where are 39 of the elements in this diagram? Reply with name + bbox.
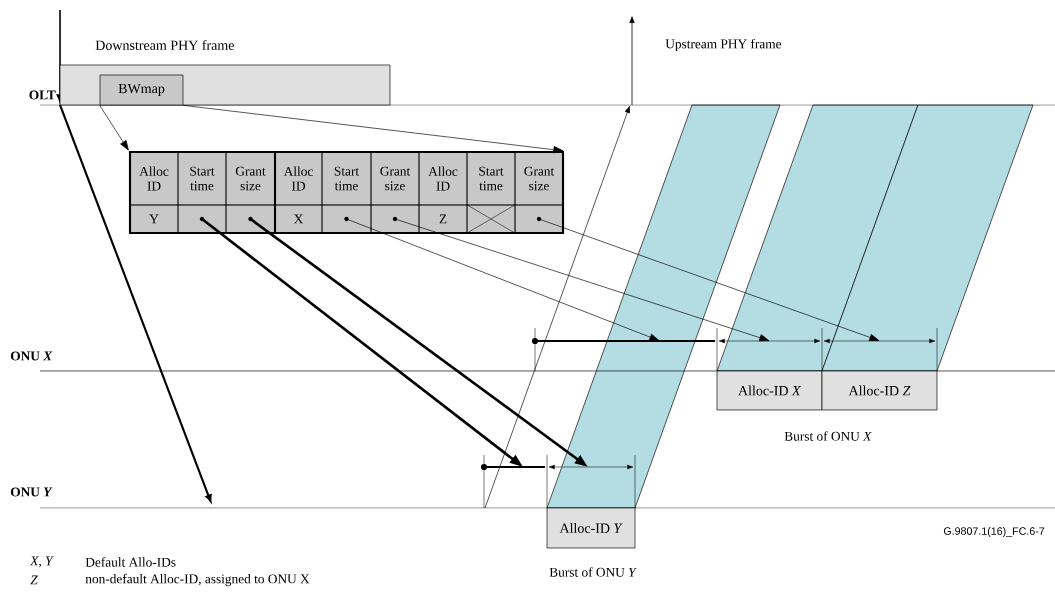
table-cell xyxy=(225,204,276,234)
table-cell: Z xyxy=(418,204,468,234)
arrow xyxy=(183,105,564,154)
table-cell: Alloc ID xyxy=(274,151,323,206)
table-cell: Start time xyxy=(177,151,227,206)
table-cell: Alloc ID xyxy=(129,151,179,206)
frame-label: Upstream PHY frame xyxy=(665,38,782,52)
table-cell: Grant size xyxy=(370,151,420,206)
legend-text: Default Allo-IDs xyxy=(85,557,176,567)
table-cell xyxy=(370,204,420,234)
burst-box: Alloc-ID Z xyxy=(821,370,938,411)
table-cell: Start time xyxy=(321,151,372,206)
table-cell: Alloc ID xyxy=(418,151,468,206)
arrow xyxy=(394,218,770,342)
arrow xyxy=(346,218,660,341)
burst-box: Alloc-ID Y xyxy=(546,507,636,549)
line-label: OLT xyxy=(29,90,56,100)
node-label: Downstream PHY frame xyxy=(95,40,234,50)
arrow xyxy=(99,105,129,151)
burst-box: Alloc-ID X xyxy=(716,370,823,411)
table-cell xyxy=(514,204,564,234)
arrow xyxy=(538,218,880,341)
table-cell xyxy=(177,204,227,234)
legend-key: Z xyxy=(30,575,38,585)
table-cell: Y xyxy=(129,204,179,234)
burst-label: Burst of ONU X xyxy=(784,431,872,441)
figure-id: G.9807.1(16)_FC.6-7 xyxy=(943,527,1045,537)
table-cell xyxy=(321,204,372,234)
burst-label: Burst of ONU Y xyxy=(549,567,637,577)
table-cell: Start time xyxy=(466,151,516,206)
legend-text: non-default Alloc-ID, assigned to ONU X xyxy=(85,573,310,587)
table-cell: Grant size xyxy=(514,151,564,206)
line-label: ONU Y xyxy=(10,487,53,497)
table-cell xyxy=(466,204,516,234)
table-cell: Grant size xyxy=(225,151,276,206)
line-label: ONU X xyxy=(10,351,53,361)
legend-key: X, Y xyxy=(29,556,54,568)
bwmap-box: BWmap xyxy=(99,74,184,106)
table-cell: X xyxy=(274,204,323,234)
